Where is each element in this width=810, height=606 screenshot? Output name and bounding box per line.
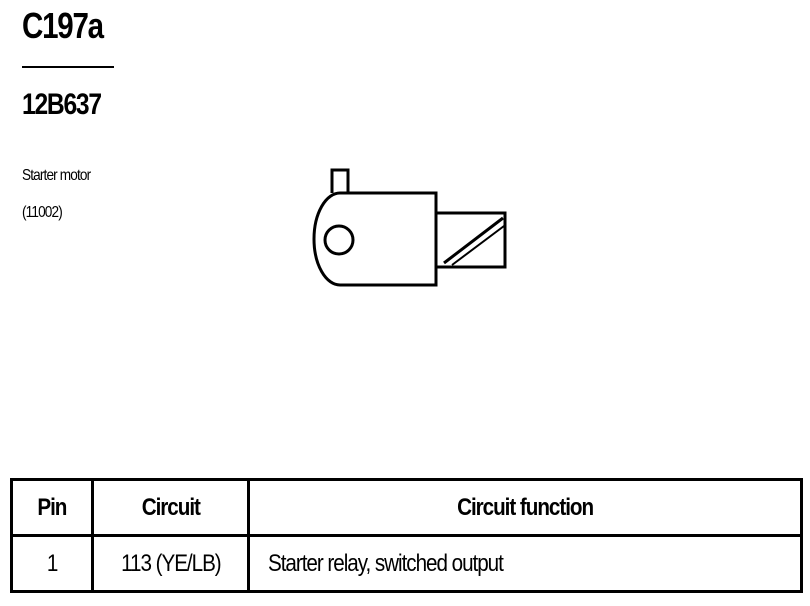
component-name: Starter motor [22,167,91,184]
table-row: 1 113 (YE/LB) Starter relay, switched ou… [10,534,803,593]
title-underline [22,66,114,68]
column-header-pin: Pin [10,478,94,537]
terminal-blade-hatch [451,225,505,266]
part-number: 12B637 [22,88,102,121]
connector-face-drawing [312,168,507,287]
circuit-function-cell: Starter relay, switched output [247,534,803,593]
column-header-circuit: Circuit [91,478,250,537]
connector-id-title: C197a [22,5,104,46]
circuit-cell: 113 (YE/LB) [91,534,250,593]
connector-lock-tab [330,168,350,193]
pin-table: Pin Circuit Circuit function 1 113 (YE/L… [10,478,803,593]
table-header-row: Pin Circuit Circuit function [10,478,803,537]
terminal-ring-hole [323,224,355,256]
terminal-blade-hatch [443,216,504,265]
component-code: (11002) [22,204,63,221]
pin-number-cell: 1 [10,534,94,593]
terminal-blade [434,211,507,269]
column-header-circuit-function: Circuit function [247,478,803,537]
connector-housing-outline [312,191,438,287]
